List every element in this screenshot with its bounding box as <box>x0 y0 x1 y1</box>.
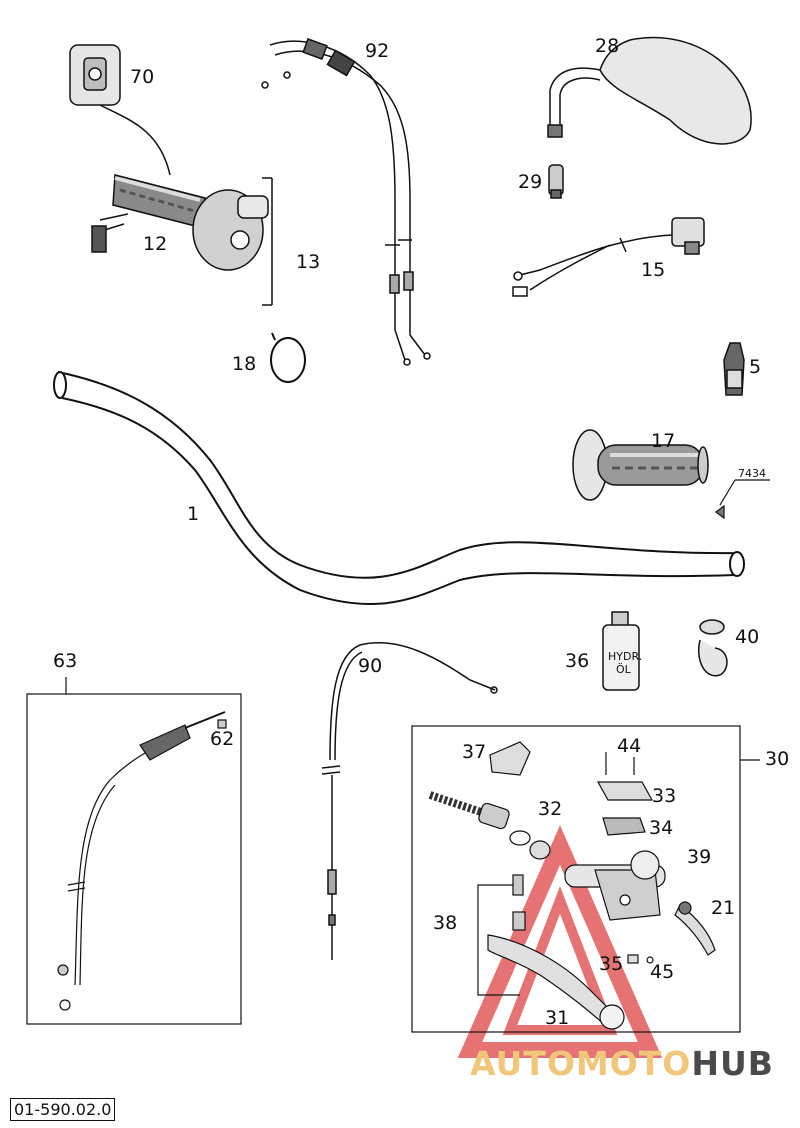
bottle-label-line1: HYDR. <box>608 650 642 663</box>
throttle-cables <box>261 38 431 366</box>
label-63: 63 <box>53 650 77 672</box>
diagram-code: 01-590.02.0 <box>10 1098 116 1121</box>
bottle-label-line2: ÖL <box>616 663 632 676</box>
label-34: 34 <box>649 817 673 839</box>
label-35: 35 <box>599 953 623 975</box>
label-62: 62 <box>210 728 234 750</box>
label-30: 30 <box>765 748 789 770</box>
label-90: 90 <box>358 655 382 677</box>
label-36: 36 <box>565 650 589 672</box>
label-29: 29 <box>518 171 542 193</box>
watermark-text: AUTOMOTOHUB <box>470 1044 774 1083</box>
label-1: 1 <box>187 503 199 525</box>
label-37: 37 <box>462 741 486 763</box>
label-31: 31 <box>545 1007 569 1029</box>
label-44: 44 <box>617 735 641 757</box>
oil-bottle <box>602 611 640 691</box>
part-labels: 70 12 13 92 28 29 15 18 5 17 7434 1 63 9… <box>53 35 789 1029</box>
left-grip <box>572 429 709 501</box>
label-15: 15 <box>641 259 665 281</box>
label-21: 21 <box>711 897 735 919</box>
label-39: 39 <box>687 846 711 868</box>
bar-plug <box>715 479 770 520</box>
throttle-assembly <box>69 44 273 306</box>
label-40: 40 <box>735 626 759 648</box>
label-32: 32 <box>538 798 562 820</box>
label-92: 92 <box>365 40 389 62</box>
label-7434: 7434 <box>738 467 766 480</box>
label-12: 12 <box>143 233 167 255</box>
brake-hose-box <box>26 677 242 1025</box>
label-17: 17 <box>651 430 675 452</box>
label-70: 70 <box>130 66 154 88</box>
label-13: 13 <box>296 251 320 273</box>
hose-clip <box>270 332 306 383</box>
clutch-cable <box>321 641 498 960</box>
label-33: 33 <box>652 785 676 807</box>
handlebar <box>53 371 745 606</box>
master-cylinder-box <box>411 725 760 1033</box>
kill-switch <box>512 217 705 297</box>
label-28: 28 <box>595 35 619 57</box>
hose-clamp <box>698 619 728 677</box>
mirror <box>547 36 752 199</box>
label-45: 45 <box>650 961 674 983</box>
loctite-tube <box>723 342 745 396</box>
label-18: 18 <box>232 353 256 375</box>
label-5: 5 <box>749 356 761 378</box>
label-38: 38 <box>433 912 457 934</box>
